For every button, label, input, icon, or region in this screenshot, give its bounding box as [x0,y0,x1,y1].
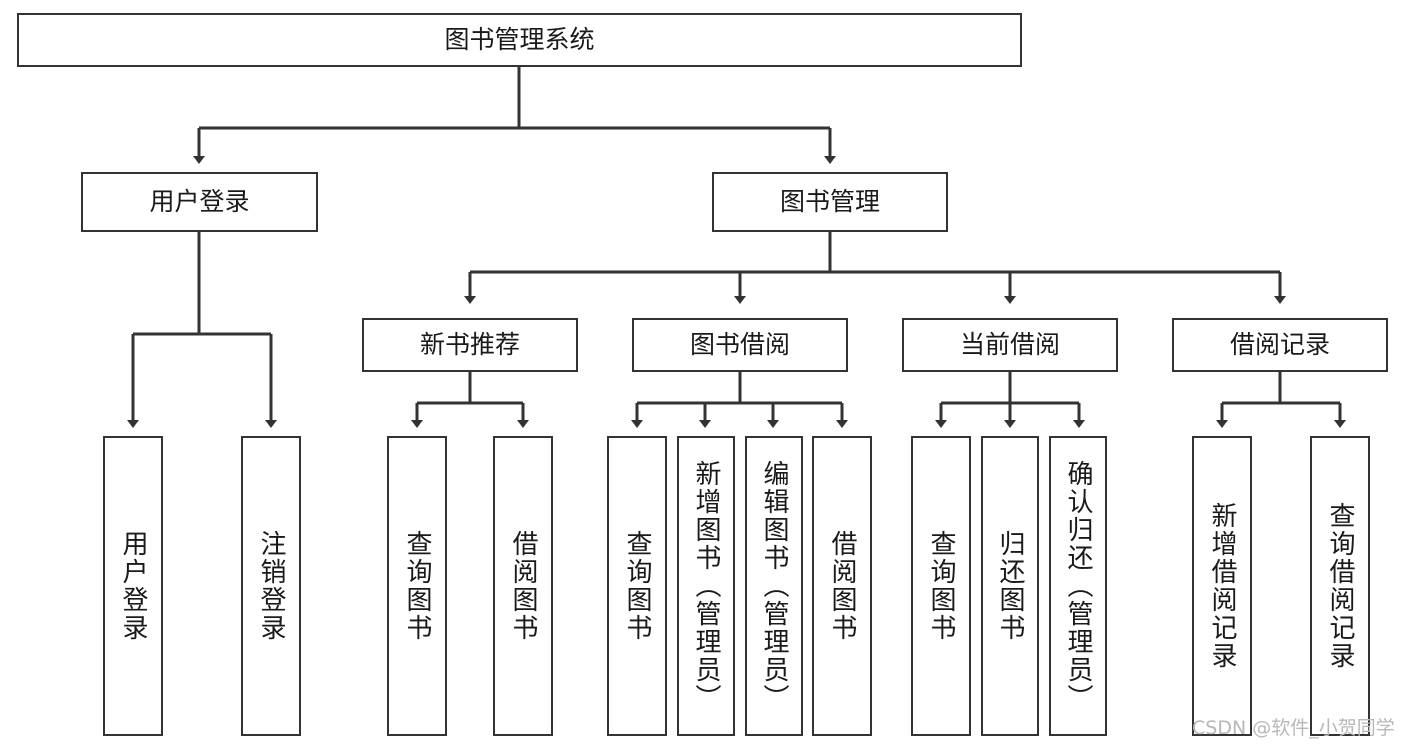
node-book-management[interactable]: 图书管理 [712,172,948,232]
leaf-borrow-book-2-label: 借阅图书 [827,530,857,642]
leaf-return-book[interactable]: 归还图书 [981,436,1039,736]
leaf-borrow-book-2[interactable]: 借阅图书 [812,436,872,736]
node-borrow-record[interactable]: 借阅记录 [1172,318,1388,372]
leaf-logout-label: 注销登录 [256,530,286,642]
node-new-book-recommend[interactable]: 新书推荐 [362,318,578,372]
leaf-logout[interactable]: 注销登录 [241,436,301,736]
node-user-login[interactable]: 用户登录 [81,172,318,232]
leaf-user-login-label: 用户登录 [118,530,148,642]
leaf-borrow-book-1[interactable]: 借阅图书 [493,436,553,736]
leaf-edit-book[interactable]: 编辑图书（管理员） [745,436,803,736]
node-root-label: 图书管理系统 [444,25,595,54]
watermark: CSDN @软件_小贺同学 [1192,717,1395,739]
leaf-borrow-book-1-label: 借阅图书 [508,530,538,642]
leaf-query-record-label: 查询借阅记录 [1325,502,1355,670]
leaf-query-record[interactable]: 查询借阅记录 [1310,436,1370,736]
leaf-query-book-3[interactable]: 查询图书 [911,436,971,736]
node-new-book-recommend-label: 新书推荐 [419,330,520,359]
leaf-user-login[interactable]: 用户登录 [103,436,163,736]
leaf-query-book-1-label: 查询图书 [402,530,432,642]
node-current-borrow[interactable]: 当前借阅 [902,318,1118,372]
leaf-return-book-label: 归还图书 [995,530,1025,642]
leaf-query-book-3-label: 查询图书 [926,530,956,642]
node-book-management-label: 图书管理 [779,187,880,216]
node-book-borrow[interactable]: 图书借阅 [632,318,848,372]
leaf-query-book-2[interactable]: 查询图书 [607,436,667,736]
node-current-borrow-label: 当前借阅 [959,330,1060,359]
leaf-confirm-return-label: 确认归还（管理员） [1063,460,1093,712]
leaf-edit-book-label: 编辑图书（管理员） [759,460,789,712]
leaf-add-book-label: 新增图书（管理员） [691,460,721,712]
node-borrow-record-label: 借阅记录 [1229,330,1330,359]
leaf-add-book[interactable]: 新增图书（管理员） [677,436,735,736]
node-user-login-label: 用户登录 [149,187,250,216]
leaf-query-book-2-label: 查询图书 [622,530,652,642]
leaf-query-book-1[interactable]: 查询图书 [387,436,447,736]
leaf-confirm-return[interactable]: 确认归还（管理员） [1049,436,1107,736]
leaf-add-record-label: 新增借阅记录 [1207,502,1237,670]
node-book-borrow-label: 图书借阅 [689,330,790,359]
leaf-add-record[interactable]: 新增借阅记录 [1192,436,1252,736]
node-root[interactable]: 图书管理系统 [17,13,1022,67]
